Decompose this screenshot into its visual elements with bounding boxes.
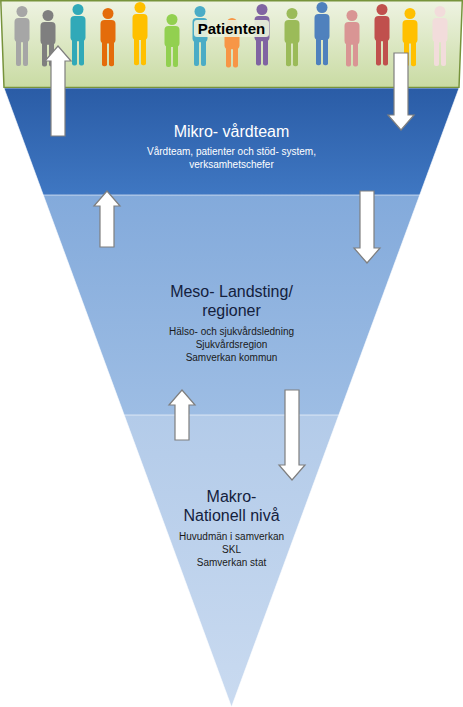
level-heading: Patienten bbox=[177, 19, 287, 38]
person-figure bbox=[15, 6, 30, 66]
level-heading: Meso- Landsting/ regioner bbox=[161, 282, 303, 320]
person-figure bbox=[255, 4, 270, 66]
band-shape bbox=[0, 88, 463, 195]
level-detail: Sjukvårdsregion bbox=[147, 338, 317, 351]
meso-band: Meso- Landsting/ regionerHälso- och sjuk… bbox=[0, 195, 463, 415]
macro-band: Makro- Nationell nivåHuvudmän i samverka… bbox=[0, 415, 463, 707]
level-detail: Hälso- och sjukvårdsledning bbox=[147, 325, 317, 338]
block-arrow bbox=[279, 390, 305, 480]
person-figure bbox=[71, 4, 86, 66]
person-figure bbox=[193, 6, 208, 66]
band-outline bbox=[4, 88, 459, 195]
person-figure bbox=[433, 6, 448, 66]
level-detail: Samverkan stat bbox=[172, 556, 292, 569]
band-outline bbox=[1, 1, 463, 88]
person-figure bbox=[165, 14, 180, 67]
person-figure bbox=[375, 4, 390, 66]
level-detail: Huvudmän i samverkan bbox=[172, 530, 292, 543]
band-shape bbox=[0, 0, 463, 88]
person-figure bbox=[345, 10, 360, 66]
person-figure bbox=[225, 18, 240, 68]
person-figure bbox=[101, 8, 116, 66]
block-arrow bbox=[94, 191, 120, 247]
person-figure bbox=[403, 8, 418, 66]
block-arrow bbox=[354, 191, 380, 263]
block-arrow bbox=[45, 46, 71, 136]
person-figure bbox=[285, 8, 300, 66]
level-heading: Mikro- vårdteam bbox=[132, 122, 332, 141]
patient-band: Patienten bbox=[0, 0, 463, 88]
person-figure bbox=[133, 2, 148, 65]
band-outline bbox=[43, 195, 419, 415]
level-detail: Samverkan kommun bbox=[147, 351, 317, 364]
band-outline bbox=[124, 415, 339, 707]
level-heading: Makro- Nationell nivå bbox=[174, 487, 290, 525]
person-figure bbox=[315, 2, 330, 65]
level-detail: SKL bbox=[172, 543, 292, 556]
level-detail: Vårdteam, patienter och stöd- system, ve… bbox=[129, 145, 334, 171]
micro-band: Mikro- vårdteamVårdteam, patienter och s… bbox=[0, 88, 463, 195]
block-arrow bbox=[388, 53, 414, 130]
person-figure bbox=[41, 10, 56, 66]
block-arrow bbox=[169, 390, 195, 440]
